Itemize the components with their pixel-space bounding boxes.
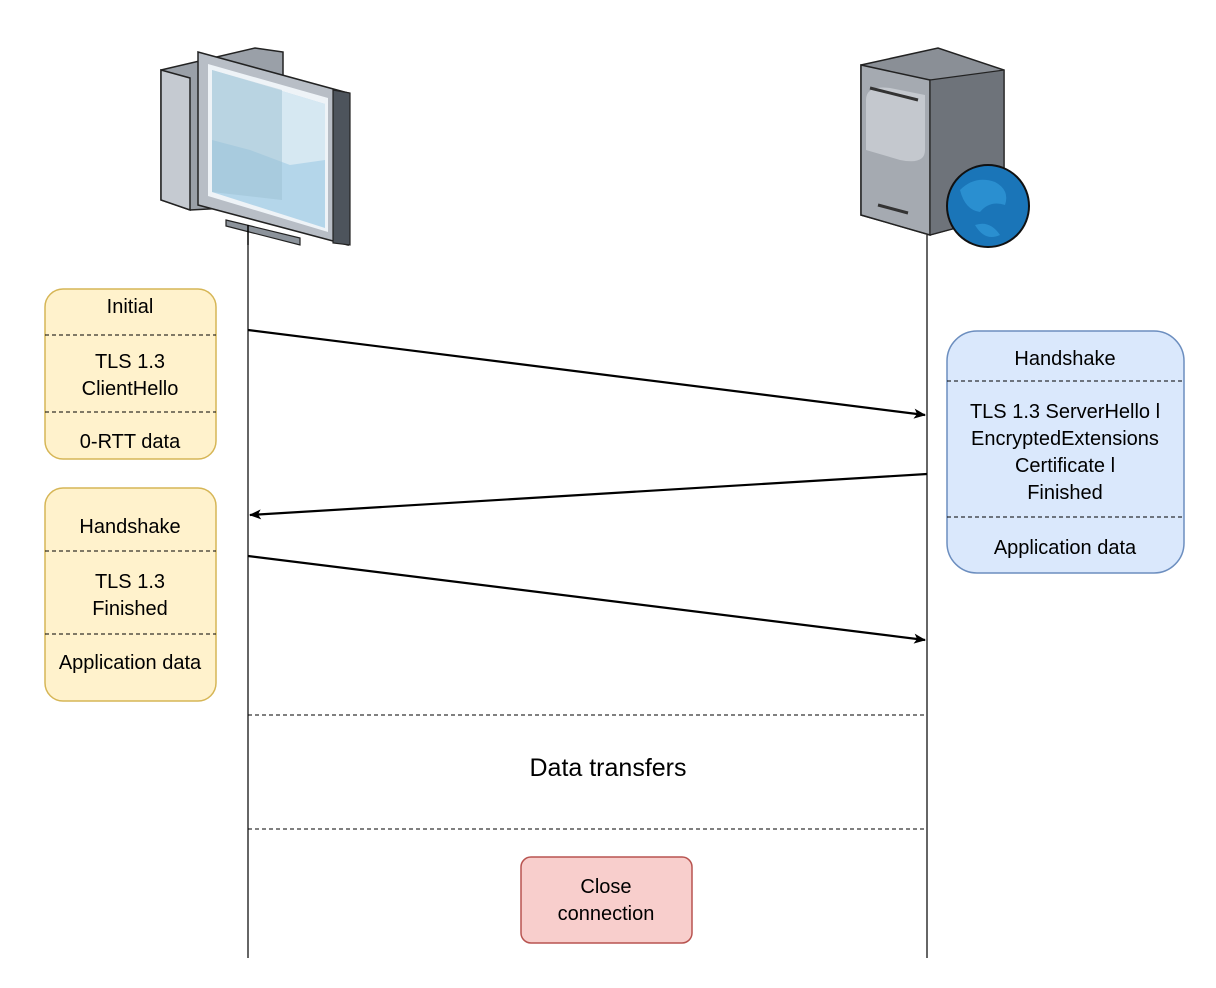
close-connection-line: Close <box>580 876 631 898</box>
server-packet-handshake: Handshake TLS 1.3 ServerHello l Encrypte… <box>946 330 1185 574</box>
arrow-client-initial-to-server <box>247 328 926 419</box>
packet-body-line: Certificate l <box>1015 455 1115 477</box>
packet-body-line: TLS 1.3 <box>95 351 165 373</box>
packet-body-line: Finished <box>1027 482 1103 504</box>
arrow-client-finished-to-server <box>247 554 926 644</box>
close-connection-line: connection <box>558 903 655 925</box>
web-server-globe-icon <box>860 47 1030 248</box>
packet-body-line: ClientHello <box>82 378 179 400</box>
client-packet-initial: Initial TLS 1.3 ClientHello 0-RTT data <box>44 288 217 460</box>
packet-footer: Application data <box>59 652 202 674</box>
packet-footer: 0-RTT data <box>80 431 181 453</box>
packet-body-line: Finished <box>92 598 168 620</box>
packet-body-line: TLS 1.3 ServerHello l <box>970 401 1160 423</box>
data-transfers-label: Data transfers <box>529 754 686 782</box>
close-connection-box: Close connection <box>520 856 693 944</box>
packet-body-line: TLS 1.3 <box>95 571 165 593</box>
packet-header: Handshake <box>79 516 180 538</box>
arrow-server-handshake-to-client <box>249 472 928 520</box>
desktop-computer-icon <box>160 47 351 246</box>
packet-body-line: EncryptedExtensions <box>971 428 1159 450</box>
packet-footer: Application data <box>994 537 1137 559</box>
packet-header: Initial <box>107 296 154 318</box>
packet-header: Handshake <box>1014 348 1115 370</box>
client-packet-handshake: Handshake TLS 1.3 Finished Application d… <box>44 487 217 702</box>
